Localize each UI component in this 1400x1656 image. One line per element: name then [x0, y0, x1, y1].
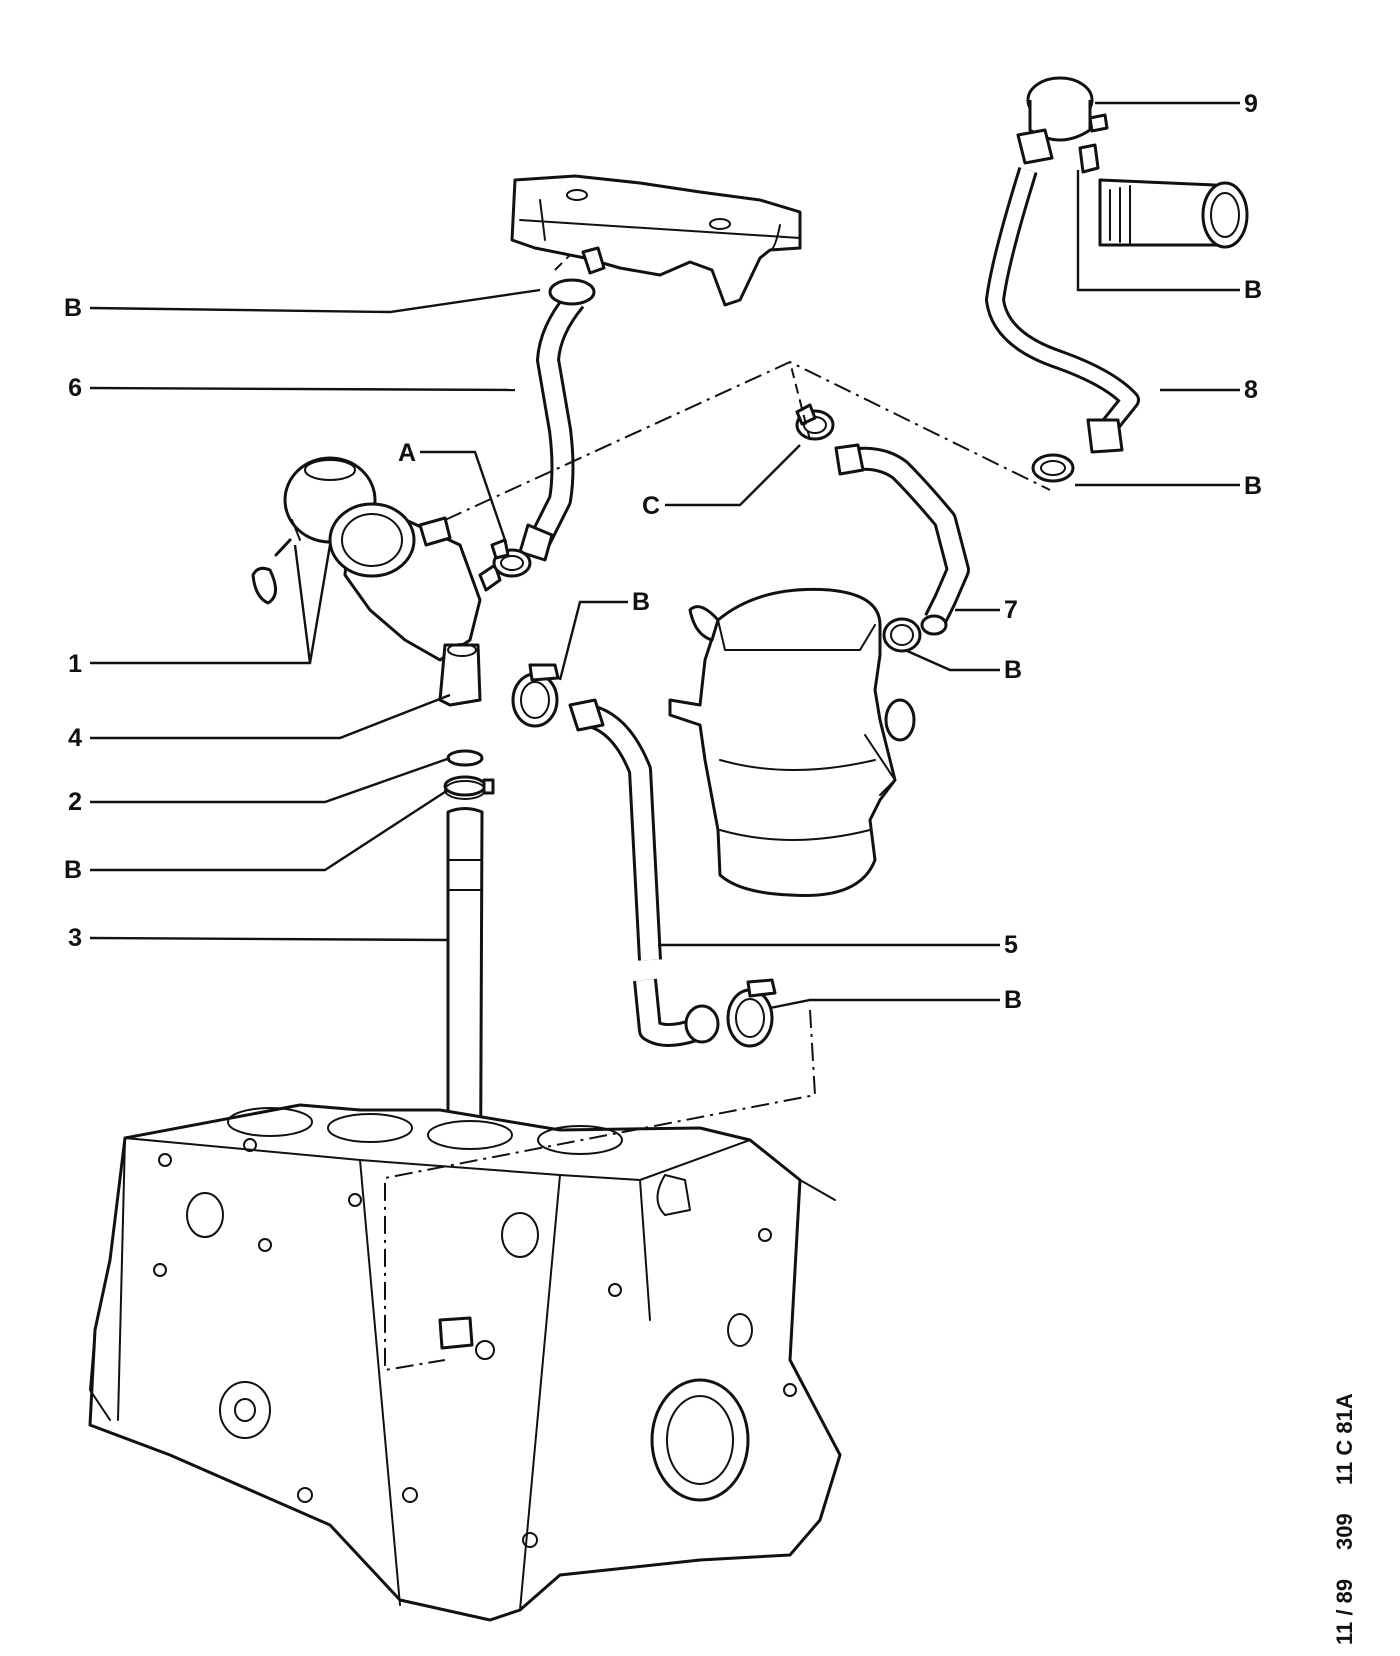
hose-6-drawing [518, 278, 596, 562]
air-filter-drawing [668, 587, 916, 898]
clamp-b-middle-drawing [511, 663, 560, 728]
clamp-a-drawing [490, 538, 532, 578]
connector-drawing [1078, 143, 1249, 249]
label-b-filter: B [1004, 656, 1022, 684]
hose-5-drawing [568, 698, 720, 1047]
reference-code-text: 11 C 81A [1332, 1393, 1357, 1485]
label-9: 9 [1244, 90, 1258, 118]
label-b-clamp-mid: B [632, 588, 650, 616]
clamp-b-left-drawing [443, 775, 495, 800]
engine-block-drawing [88, 1103, 842, 1622]
clamp-b-hose8-drawing [1031, 453, 1075, 483]
clamp-b-filter-drawing [882, 617, 922, 653]
label-8: 8 [1244, 376, 1258, 404]
hose-7-drawing [834, 443, 970, 636]
pcv-valve-9-drawing [1016, 76, 1109, 165]
label-2: 2 [68, 788, 82, 816]
label-7: 7 [1004, 596, 1018, 624]
label-a: A [398, 439, 416, 467]
alignment-lines [384, 254, 1051, 1372]
label-b-tube: B [64, 856, 82, 884]
label-b-hose8: B [1244, 472, 1262, 500]
breather-body-drawing [251, 456, 502, 707]
clamp-b-bottom-drawing [726, 978, 777, 1048]
seal-2-drawing [446, 749, 484, 767]
label-6: 6 [68, 374, 82, 402]
label-b-cover: B [64, 294, 82, 322]
reference-code: 11 / 89 309 11 C 81A [1332, 1393, 1357, 1645]
reference-date: 11 / 89 [1332, 1579, 1357, 1645]
label-3: 3 [68, 924, 82, 952]
label-c: C [642, 492, 660, 520]
label-5: 5 [1004, 931, 1018, 959]
label-b-valve: B [1244, 276, 1262, 304]
label-b-bottom: B [1004, 986, 1022, 1014]
reference-model: 309 [1332, 1513, 1357, 1550]
label-4: 4 [68, 724, 82, 752]
leader-lines [89, 101, 1240, 1010]
clamp-c-drawing [795, 403, 835, 441]
hose-8-drawing [985, 167, 1140, 454]
rocker-cover-drawing [510, 174, 802, 307]
label-1: 1 [68, 650, 82, 678]
